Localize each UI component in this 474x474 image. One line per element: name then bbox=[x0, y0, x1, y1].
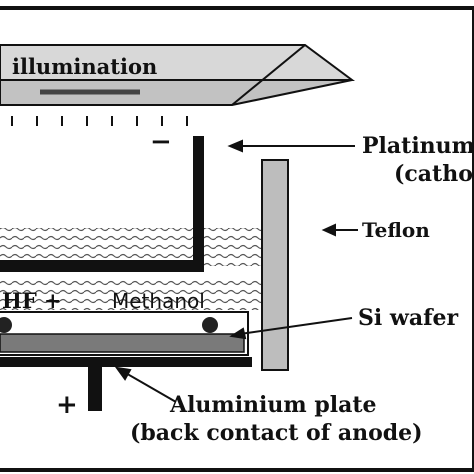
plate-label-line2: (back contact of anode) bbox=[130, 420, 423, 446]
teflon-wall bbox=[261, 159, 289, 371]
illumination-lamp: illumination bbox=[0, 44, 356, 106]
outer-frame bbox=[0, 6, 474, 472]
o-ring-right bbox=[202, 317, 218, 333]
illumination-label: illumination bbox=[12, 54, 157, 79]
aluminium-plate bbox=[0, 357, 252, 411]
plate-label-line1: Aluminium plate bbox=[169, 392, 377, 418]
teflon-label: Teflon bbox=[362, 218, 430, 242]
platinum-label-line2: (cathode) bbox=[394, 161, 474, 187]
si-wafer bbox=[0, 333, 245, 353]
anode-polarity-sign: + bbox=[56, 390, 78, 420]
wafer-label: Si wafer bbox=[358, 305, 459, 331]
electrolyte-liquid bbox=[0, 228, 262, 266]
o-ring-left bbox=[0, 317, 12, 333]
platinum-cathode bbox=[0, 136, 204, 272]
platinum-label-line1: Platinum bbox=[362, 133, 474, 159]
electrolyte-label-methanol: Methanol bbox=[112, 289, 205, 313]
cathode-polarity-sign: − bbox=[150, 127, 172, 157]
light-rays bbox=[11, 116, 188, 126]
callout-arrows bbox=[114, 139, 358, 403]
electrolyte-label-hf: HF + bbox=[2, 288, 62, 313]
electrolyte-label: HF + Methanol bbox=[2, 288, 205, 313]
